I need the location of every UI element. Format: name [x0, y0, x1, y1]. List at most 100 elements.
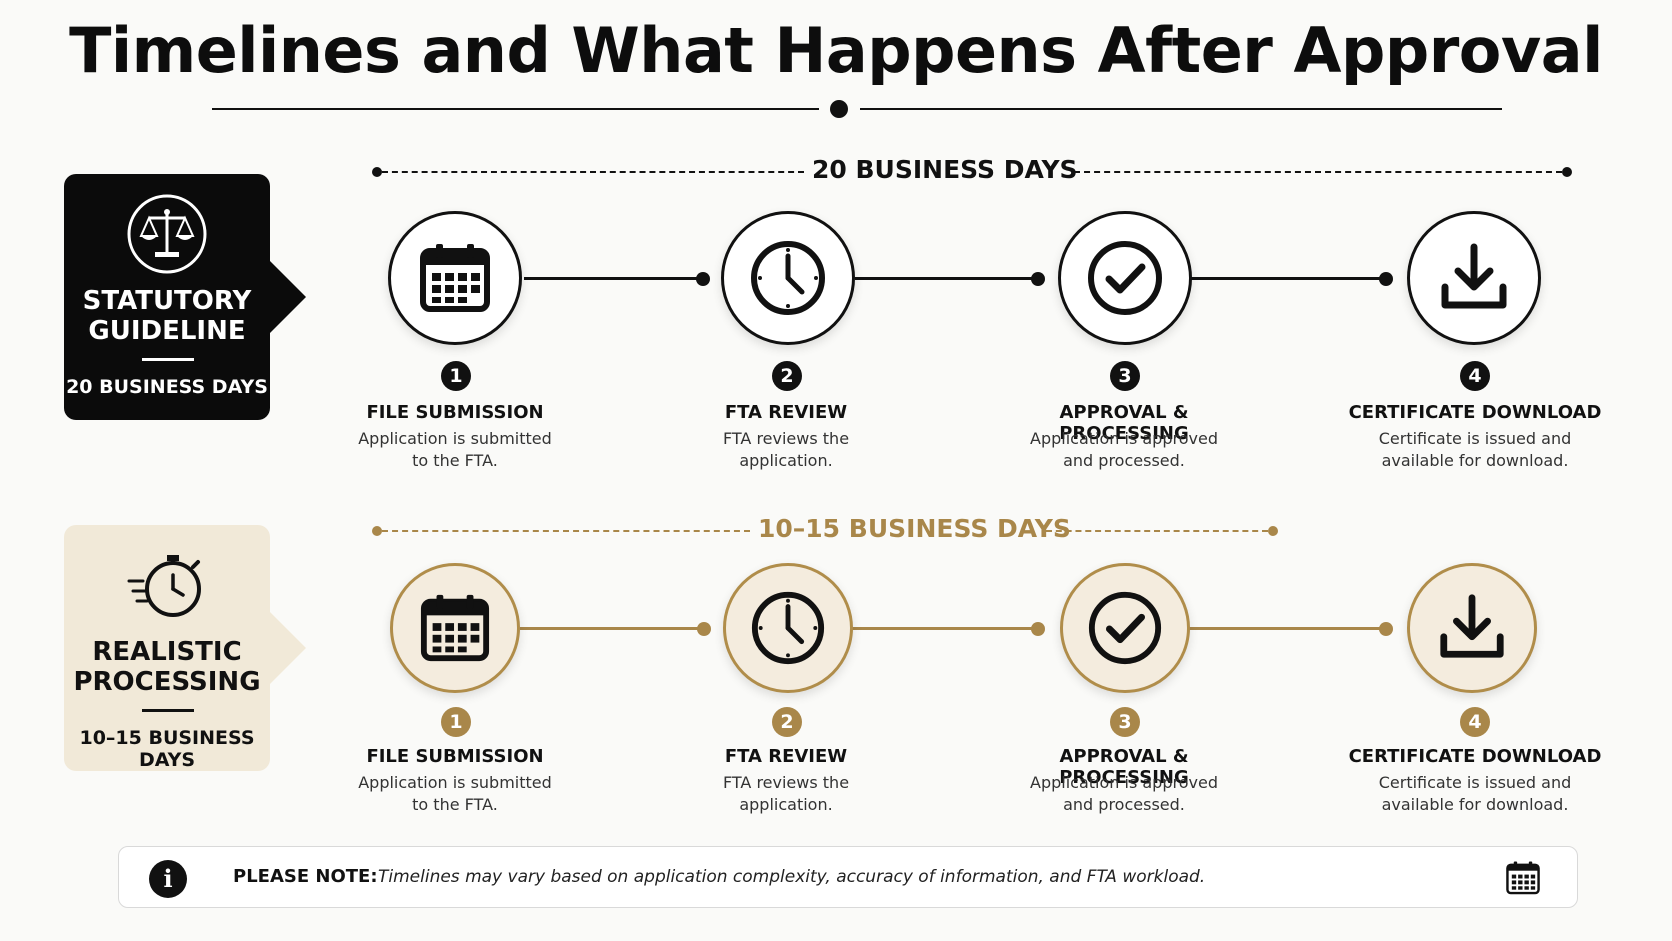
span-label: 10–15 BUSINESS DAYS	[758, 514, 1071, 543]
connector-dot	[1031, 272, 1045, 286]
step-description-line: Certificate is issued and	[1378, 429, 1572, 448]
badge-title-line2: PROCESSING	[73, 667, 261, 697]
span-label: 20 BUSINESS DAYS	[812, 155, 1078, 184]
span-start-dot	[372, 526, 382, 536]
step-description-line: available for download.	[1381, 795, 1569, 814]
download-icon	[1440, 594, 1504, 658]
span-end-dot	[1562, 167, 1572, 177]
step-description-line: Certificate is issued and	[1378, 773, 1572, 792]
check-icon	[1088, 241, 1162, 315]
step-title: APPROVAL & PROCESSING	[1059, 746, 1189, 788]
step-title: FILE SUBMISSION	[366, 746, 544, 767]
badge-pointer	[270, 261, 306, 333]
calendar-icon	[420, 244, 490, 312]
span-line-left	[382, 530, 750, 532]
connector-dot	[1379, 622, 1393, 636]
span-line-right	[1046, 530, 1268, 532]
badge-title-line2: GUIDELINE	[88, 316, 246, 346]
span-end-dot	[1268, 526, 1278, 536]
step-description-line: Application is submitted	[358, 773, 552, 792]
badge-title: REALISTIC PROCESSING	[64, 637, 270, 697]
note-text: Timelines may vary based on application …	[378, 867, 1206, 887]
step-description-line: application.	[739, 451, 833, 470]
badge-title-line1: REALISTIC	[92, 637, 242, 667]
step-number: 4	[1460, 707, 1490, 737]
connector-dot	[1379, 272, 1393, 286]
clock-icon	[751, 241, 825, 315]
step-number: 3	[1110, 707, 1140, 737]
step-description-line: to the FTA.	[412, 451, 498, 470]
connector-dot	[697, 622, 711, 636]
page-title: Timelines and What Happens After Approva…	[69, 14, 1603, 87]
note-banner: i PLEASE NOTE: Timelines may vary based …	[118, 846, 1578, 908]
badge-divider	[142, 358, 194, 361]
badge-subtitle: 10–15 BUSINESS DAYS	[79, 727, 255, 771]
step-number: 2	[772, 707, 802, 737]
note-label: PLEASE NOTE:	[233, 866, 378, 887]
span-line-left	[382, 171, 804, 173]
step-description-line: Application is submitted	[358, 429, 552, 448]
stopwatch-icon	[127, 555, 201, 617]
step-description: FTA reviews the application.	[656, 772, 916, 816]
step-description-line: Application is approved	[1030, 773, 1218, 792]
step-description: Application is submitted to the FTA.	[325, 428, 585, 472]
badge-title-line1: STATUTORY	[82, 286, 252, 316]
span-line-right	[1074, 171, 1562, 173]
step-number: 2	[772, 361, 802, 391]
step-circle-download	[1407, 211, 1541, 345]
connector-line	[855, 277, 1035, 280]
title-divider-dot	[830, 100, 848, 118]
check-icon	[1088, 591, 1162, 665]
connector-dot	[696, 272, 710, 286]
step-description-line: and processed.	[1063, 451, 1185, 470]
scales-icon	[127, 194, 207, 274]
step-title: FTA REVIEW	[724, 746, 848, 767]
step-description-line: available for download.	[1381, 451, 1569, 470]
badge-title: STATUTORY GUIDELINE	[64, 286, 270, 346]
step-title: FILE SUBMISSION	[366, 402, 544, 423]
step-circle-file-submission	[390, 563, 520, 693]
step-description-line: Application is approved	[1030, 429, 1218, 448]
step-description: Certificate is issued and available for …	[1345, 772, 1605, 816]
step-description-line: and processed.	[1063, 795, 1185, 814]
step-number: 1	[441, 707, 471, 737]
step-circle-approval	[1058, 211, 1192, 345]
info-icon: i	[149, 860, 187, 898]
step-circle-approval	[1060, 563, 1190, 693]
step-description-line: application.	[739, 795, 833, 814]
step-description: FTA reviews the application.	[656, 428, 916, 472]
statutory-guideline-badge: STATUTORY GUIDELINE 20 BUSINESS DAYS	[64, 174, 306, 420]
badge-divider	[142, 709, 194, 712]
step-description: Application is approved and processed.	[994, 772, 1254, 816]
calendar-icon	[420, 594, 490, 662]
connector-line	[1186, 627, 1386, 630]
badge-subtitle: 20 BUSINESS DAYS	[66, 376, 268, 398]
step-circle-download	[1407, 563, 1537, 693]
step-title: CERTIFICATE DOWNLOAD	[1348, 746, 1602, 767]
step-description: Application is submitted to the FTA.	[325, 772, 585, 816]
title-divider-left	[212, 108, 819, 110]
step-description-line: to the FTA.	[412, 795, 498, 814]
step-title: APPROVAL & PROCESSING	[1059, 402, 1189, 444]
calendar-icon	[1506, 861, 1540, 895]
connector-line	[1190, 277, 1390, 280]
connector-line	[520, 627, 704, 630]
step-description: Certificate is issued and available for …	[1345, 428, 1605, 472]
span-start-dot	[372, 167, 382, 177]
badge-pointer	[270, 612, 306, 684]
step-number: 4	[1460, 361, 1490, 391]
realistic-processing-badge: REALISTIC PROCESSING 10–15 BUSINESS DAYS	[64, 525, 306, 771]
step-circle-fta-review	[721, 211, 855, 345]
title-divider-right	[860, 108, 1502, 110]
clock-icon	[751, 591, 825, 665]
step-description-line: FTA reviews the	[722, 773, 850, 792]
connector-line	[851, 627, 1035, 630]
connector-line	[524, 277, 704, 280]
step-number: 3	[1110, 361, 1140, 391]
step-number: 1	[441, 361, 471, 391]
connector-dot	[1031, 622, 1045, 636]
step-title: FTA REVIEW	[724, 402, 848, 423]
download-icon	[1441, 243, 1507, 309]
step-title: CERTIFICATE DOWNLOAD	[1348, 402, 1602, 423]
step-circle-file-submission	[388, 211, 522, 345]
